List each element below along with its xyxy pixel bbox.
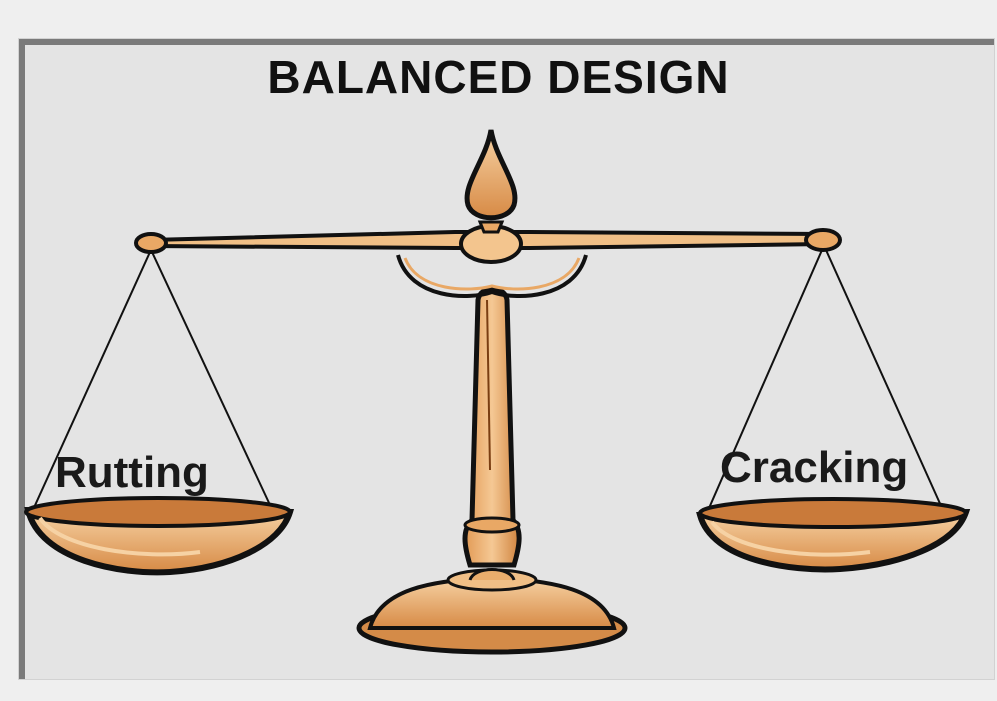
diagram-title: BALANCED DESIGN [267,51,730,103]
left-pan-strings [31,251,271,513]
arm-support [396,254,588,298]
right-pan-strings [705,249,943,516]
left-pan [24,496,295,576]
right-pan-label: Cracking [720,443,909,492]
scale-column [462,286,522,568]
scale-base [356,568,628,655]
left-pan-label: Rutting [55,448,209,497]
scale-finial [464,129,518,234]
right-pan [696,497,971,573]
scale-beam [134,224,842,264]
